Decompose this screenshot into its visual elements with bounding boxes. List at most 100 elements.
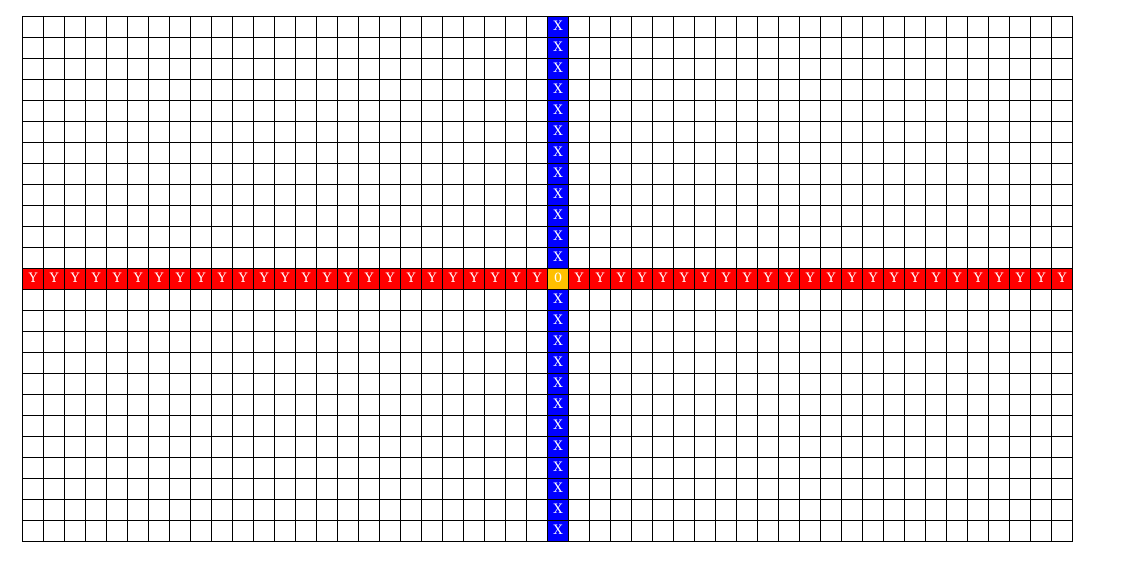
- grid-cell: [505, 373, 527, 395]
- grid-cell: [337, 163, 359, 185]
- grid-cell: [253, 373, 275, 395]
- grid-cell: [43, 352, 65, 374]
- grid-cell: [1051, 352, 1073, 374]
- grid-cell: [1030, 352, 1052, 374]
- grid-cell: [295, 142, 317, 164]
- grid-cell: [232, 247, 254, 269]
- grid-cell: [106, 520, 128, 542]
- grid-cell: [904, 352, 926, 374]
- grid-cell: [778, 121, 800, 143]
- grid-cell: [22, 58, 44, 80]
- grid-cell: [820, 37, 842, 59]
- grid-cell: [358, 415, 380, 437]
- grid-cell: [820, 205, 842, 227]
- grid-cell: [274, 184, 296, 206]
- grid-cell: [442, 16, 464, 38]
- grid-cell: [379, 163, 401, 185]
- grid-cell: [631, 142, 653, 164]
- grid-cell: [127, 478, 149, 500]
- grid-cell: [526, 520, 548, 542]
- grid-cell: [526, 478, 548, 500]
- grid-cell: [190, 58, 212, 80]
- grid-cell: [1030, 289, 1052, 311]
- grid-cell: [883, 415, 905, 437]
- grid-cell: [379, 457, 401, 479]
- grid-cell: [757, 79, 779, 101]
- grid-cell: [631, 16, 653, 38]
- grid-cell: [295, 478, 317, 500]
- grid-cell: [904, 499, 926, 521]
- grid-cell: [715, 310, 737, 332]
- y-axis-cell: Y: [442, 268, 464, 290]
- grid-cell: [169, 37, 191, 59]
- grid-cell: [589, 121, 611, 143]
- grid-cell: [127, 331, 149, 353]
- grid-cell: [1030, 37, 1052, 59]
- grid-cell: [253, 310, 275, 332]
- grid-cell: [442, 79, 464, 101]
- grid-cell: [463, 436, 485, 458]
- grid-cell: [169, 520, 191, 542]
- y-axis-cell: Y: [757, 268, 779, 290]
- grid-cell: [316, 499, 338, 521]
- grid-cell: [232, 478, 254, 500]
- grid-cell: [22, 331, 44, 353]
- grid-cell: [988, 247, 1010, 269]
- grid-cell: [946, 121, 968, 143]
- grid-cell: [337, 37, 359, 59]
- grid-cell: [253, 142, 275, 164]
- grid-cell: [757, 310, 779, 332]
- grid-cell: [694, 457, 716, 479]
- x-axis-cell: X: [547, 331, 569, 353]
- grid-cell: [421, 310, 443, 332]
- grid-cell: [736, 205, 758, 227]
- x-axis-cell: X: [547, 226, 569, 248]
- grid-cell: [127, 289, 149, 311]
- grid-cell: [610, 478, 632, 500]
- grid-cell: [904, 310, 926, 332]
- grid-cell: [43, 121, 65, 143]
- grid-cell: [757, 37, 779, 59]
- grid-cell: [148, 184, 170, 206]
- grid-cell: [421, 142, 443, 164]
- grid-cell: [799, 37, 821, 59]
- grid-cell: [946, 79, 968, 101]
- y-axis-cell: Y: [1009, 268, 1031, 290]
- grid-cell: [358, 121, 380, 143]
- grid-cell: [358, 79, 380, 101]
- grid-cell: [484, 436, 506, 458]
- grid-cell: [106, 100, 128, 122]
- grid-cell: [904, 205, 926, 227]
- grid-cell: [505, 331, 527, 353]
- grid-cell: [316, 184, 338, 206]
- grid-cell: [652, 37, 674, 59]
- grid-cell: [1009, 289, 1031, 311]
- y-axis-cell: Y: [988, 268, 1010, 290]
- grid-cell: [253, 37, 275, 59]
- grid-cell: [484, 16, 506, 38]
- grid-cell: [358, 352, 380, 374]
- grid-cell: [358, 499, 380, 521]
- grid-cell: [778, 205, 800, 227]
- grid-cell: [22, 352, 44, 374]
- x-axis-cell: X: [547, 436, 569, 458]
- grid-cell: [463, 478, 485, 500]
- grid-cell: [64, 58, 86, 80]
- grid-cell: [736, 373, 758, 395]
- grid-cell: [169, 310, 191, 332]
- grid-cell: [883, 100, 905, 122]
- grid-cell: [883, 16, 905, 38]
- grid-cell: [757, 226, 779, 248]
- grid-cell: [1009, 100, 1031, 122]
- grid-row: X: [22, 142, 1073, 164]
- grid-cell: [568, 16, 590, 38]
- grid-cell: [337, 184, 359, 206]
- grid-cell: [589, 247, 611, 269]
- grid-cell: [1051, 289, 1073, 311]
- grid-cell: [925, 331, 947, 353]
- grid-cell: [652, 310, 674, 332]
- grid-cell: [1030, 184, 1052, 206]
- grid-cell: [442, 499, 464, 521]
- grid-cell: [211, 226, 233, 248]
- grid-cell: [1051, 163, 1073, 185]
